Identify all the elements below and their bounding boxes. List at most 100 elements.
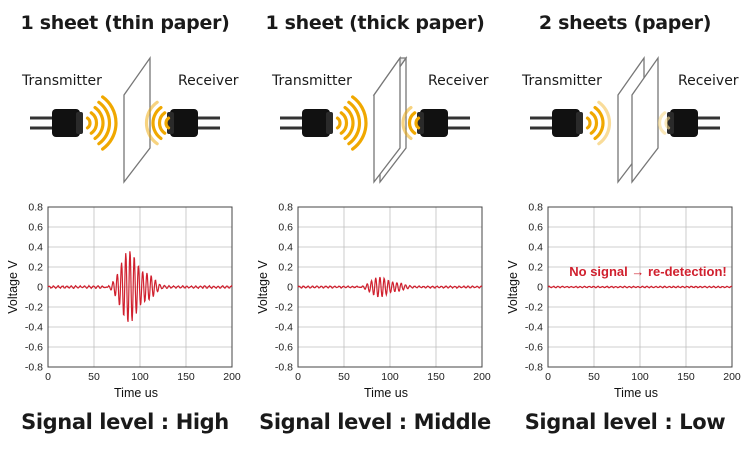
panel-title: 2 sheets (paper) — [538, 12, 712, 34]
transducer-face — [417, 112, 424, 134]
voltage-trace — [47, 251, 233, 322]
panel-two-sheets: 2 sheets (paper) Transmitter Receiver 0.… — [500, 0, 750, 450]
x-tick-label: 200 — [223, 371, 241, 383]
wave-arc — [585, 116, 592, 130]
x-axis-label: Time us — [114, 386, 158, 400]
plot-frame — [547, 206, 733, 368]
transducer-body — [420, 109, 448, 137]
transmitter-icon — [280, 109, 333, 137]
x-tick-label: 150 — [677, 371, 695, 383]
panel-title: 1 sheet (thick paper) — [265, 12, 485, 34]
panel-thick-paper: 1 sheet (thick paper) Transmitter Receiv… — [250, 0, 500, 450]
wave-arc — [93, 105, 105, 141]
wave-arc — [589, 111, 599, 135]
y-tick-label: 0.2 — [528, 262, 543, 274]
y-tick-label: 0.8 — [28, 202, 43, 214]
y-tick-label: -0.2 — [25, 302, 43, 314]
x-tick-label: 50 — [338, 371, 350, 383]
x-tick-label: 200 — [723, 371, 741, 383]
y-tick-label: -0.4 — [25, 322, 43, 334]
signal-level: Signal level : Low — [524, 410, 726, 434]
voltage-trace — [547, 285, 733, 289]
transducer-body — [302, 109, 330, 137]
wave-arc — [335, 116, 342, 130]
transducer-face — [576, 112, 583, 134]
y-tick-label: 0.6 — [528, 222, 543, 234]
voltage-trace — [297, 276, 483, 298]
signal-level: Signal level : High — [21, 410, 229, 434]
x-tick-label: 100 — [381, 371, 399, 383]
y-tick-label: -0.6 — [525, 342, 543, 354]
wave-arc — [164, 116, 171, 130]
transducer-face — [326, 112, 333, 134]
wave-arc — [407, 111, 417, 135]
y-tick-label: 0.4 — [528, 242, 543, 254]
transducer-body — [52, 109, 80, 137]
y-axis-label: Voltage V — [256, 260, 270, 314]
transducer-face — [667, 112, 674, 134]
x-tick-label: 50 — [88, 371, 100, 383]
panel-thin-paper: 1 sheet (thin paper) Transmitter Receive… — [0, 0, 250, 450]
y-tick-label: -0.8 — [25, 362, 43, 374]
x-tick-label: 0 — [545, 371, 551, 383]
receiver-icon — [417, 109, 470, 137]
paper-sheet — [123, 55, 151, 184]
wave-arc — [401, 105, 413, 141]
receiver-icon — [167, 109, 220, 137]
x-axis-label: Time us — [364, 386, 408, 400]
x-tick-label: 0 — [295, 371, 301, 383]
receiver-icon — [667, 109, 720, 137]
wave-arc — [593, 105, 605, 141]
wave-arc — [664, 116, 671, 130]
ultrasonic-scene — [530, 55, 720, 184]
y-tick-label: 0.2 — [278, 262, 293, 274]
y-tick-label: -0.2 — [525, 302, 543, 314]
wave-arc — [657, 111, 667, 135]
y-tick-label: -0.8 — [275, 362, 293, 374]
transmitter-icon — [30, 109, 83, 137]
ultrasonic-scene — [280, 55, 470, 184]
x-tick-label: 50 — [588, 371, 600, 383]
paper-sheet — [631, 55, 659, 184]
x-tick-label: 0 — [45, 371, 51, 383]
transducer-face — [76, 112, 83, 134]
transmitter-label: Transmitter — [522, 73, 602, 89]
receiver-label: Receiver — [178, 73, 239, 89]
wave-arc — [597, 100, 612, 146]
y-tick-label: 0.2 — [28, 262, 43, 274]
x-tick-label: 200 — [473, 371, 491, 383]
y-axis-label: Voltage V — [506, 260, 520, 314]
y-tick-label: 0.8 — [278, 202, 293, 214]
y-tick-label: 0 — [537, 282, 543, 294]
x-tick-label: 100 — [131, 371, 149, 383]
x-tick-label: 150 — [177, 371, 195, 383]
y-tick-label: 0.6 — [278, 222, 293, 234]
ultrasonic-scene — [30, 55, 220, 184]
transmitter-icon — [530, 109, 583, 137]
panel-title: 1 sheet (thin paper) — [20, 12, 230, 34]
wave-arc — [97, 100, 112, 146]
y-axis-label: Voltage V — [6, 260, 20, 314]
wave-arc — [157, 111, 167, 135]
transducer-body — [170, 109, 198, 137]
wave-arc — [144, 100, 159, 146]
transmitter-label: Transmitter — [22, 73, 102, 89]
y-tick-label: -0.8 — [525, 362, 543, 374]
wave-arc — [89, 111, 99, 135]
wave-arc — [101, 95, 118, 151]
transducer-body — [670, 109, 698, 137]
y-tick-label: 0.4 — [278, 242, 293, 254]
wave-arc — [85, 116, 92, 130]
y-tick-label: -0.4 — [275, 322, 293, 334]
y-tick-label: -0.6 — [275, 342, 293, 354]
receiver-label: Receiver — [678, 73, 739, 89]
y-tick-label: 0.4 — [28, 242, 43, 254]
y-tick-label: 0 — [37, 282, 43, 294]
wave-arc — [339, 111, 349, 135]
transmitter-label: Transmitter — [272, 73, 352, 89]
y-tick-label: -0.4 — [525, 322, 543, 334]
paper-sheet — [373, 55, 401, 184]
